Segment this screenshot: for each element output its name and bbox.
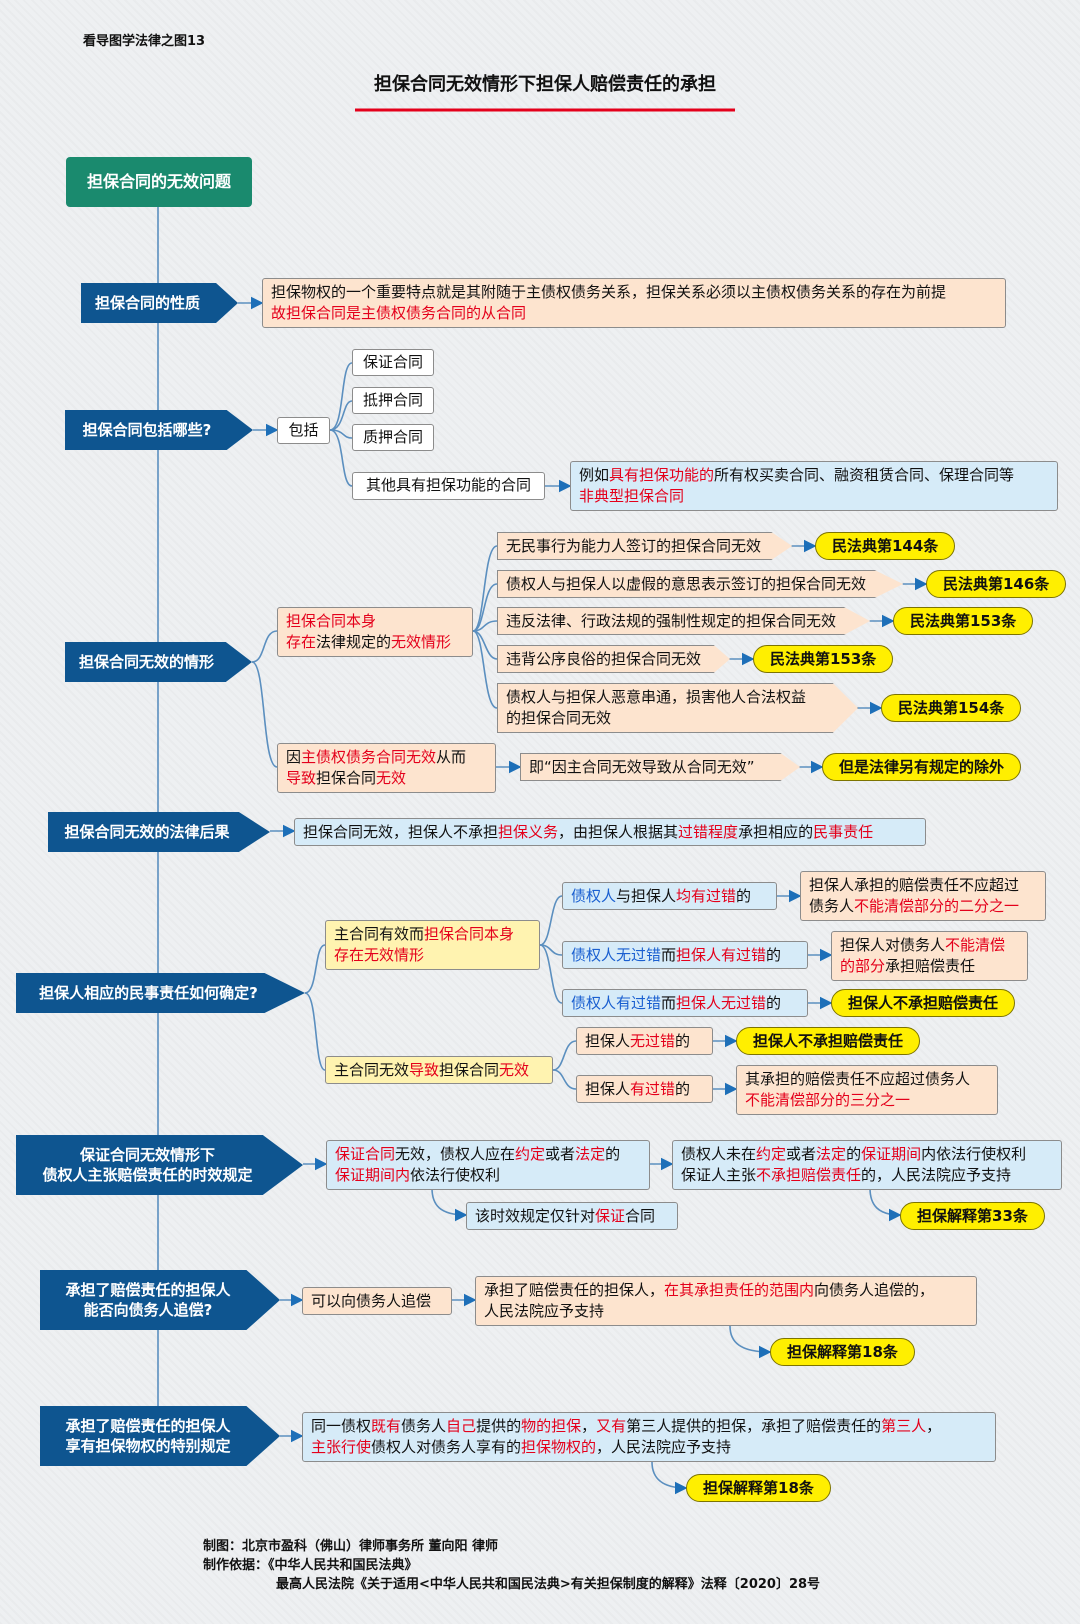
case-incapacity: 无民事行为能力人签订的担保合同无效 xyxy=(497,532,792,560)
law-ref-interp-18-a: 担保解释第18条 xyxy=(770,1338,915,1366)
footer-basis: 制作依据：《中华人民共和国民法典》 xyxy=(203,1558,418,1573)
section-liability-header: 担保人相应的民事责任如何确定? xyxy=(16,973,305,1013)
guarantor-fault-case: 债权人无过错而担保人有过错的 xyxy=(562,941,808,969)
guarantor-fault-case-2: 担保人有过错的 xyxy=(576,1075,713,1103)
guarantee-period-rule: 保证合同无效，债权人应在约定或者法定的 保证期间内依法行使权利 xyxy=(326,1140,650,1190)
scope-note: 该时效规定仅针对保证合同 xyxy=(466,1202,678,1230)
footer-author: 制图：北京市盈科（佛山）律师事务所 董向阳 律师 xyxy=(203,1539,499,1554)
accessory-rule: 即“因主合同无效导致从合同无效” xyxy=(520,753,800,781)
law-ref-153-a: 民法典第153条 xyxy=(893,607,1034,635)
section-special-rule-header: 承担了赔偿责任的担保人 享有担保物权的特别规定 xyxy=(40,1406,280,1466)
law-ref-interp-33: 担保解释第33条 xyxy=(900,1202,1045,1230)
type-guarantee: 保证合同 xyxy=(352,349,434,376)
section-limitation-header: 保证合同无效情形下 债权人主张赔偿责任的时效规定 xyxy=(16,1135,303,1195)
law-ref-146: 民法典第146条 xyxy=(926,570,1067,598)
nature-line-1: 担保物权的一个重要特点就是其附随于主债权债务关系，担保关系必须以主债权债务关系的… xyxy=(271,283,947,301)
third-liability-result: 其承担的赔偿责任不应超过债务人 不能清偿部分的三分之一 xyxy=(736,1065,998,1115)
guarantor-no-fault-case: 担保人无过错的 xyxy=(576,1027,713,1055)
main-valid-node: 主合同有效而担保合同本身 存在无效情形 xyxy=(325,920,540,970)
main-invalid-node: 因主债权债务合同无效从而 导致担保合同无效 xyxy=(277,743,496,793)
case-public-order: 违背公序良俗的担保合同无效 xyxy=(497,645,730,673)
no-liability-result-1: 担保人不承担赔偿责任 xyxy=(831,989,1016,1017)
main-invalid-liability-node: 主合同无效导致担保合同无效 xyxy=(325,1056,553,1084)
no-liability-result-2: 担保人不承担赔偿责任 xyxy=(736,1027,921,1055)
both-fault-case: 债权人与担保人均有过错的 xyxy=(562,882,777,910)
case-collusion: 债权人与担保人恶意串通，损害他人合法权益 的担保合同无效 xyxy=(497,683,858,733)
special-rule-text: 同一债权既有债务人自己提供的物的担保，又有第三人提供的担保，承担了赔偿责任的第三… xyxy=(302,1412,996,1462)
page-title: 担保合同无效情形下担保人赔偿责任的承担 xyxy=(374,74,716,95)
law-ref-154: 民法典第154条 xyxy=(881,694,1022,722)
law-ref-153-b: 民法典第153条 xyxy=(753,645,894,673)
recourse-answer: 可以向债务人追偿 xyxy=(302,1287,452,1315)
exception-note: 但是法律另有规定的除外 xyxy=(822,753,1022,781)
section-types-header: 担保合同包括哪些? xyxy=(65,410,253,450)
guarantee-period-consequence: 债权人未在约定或者法定的保证期间内依法行使权利 保证人主张不承担赔偿责任的，人民… xyxy=(672,1140,1062,1190)
law-ref-interp-18-b: 担保解释第18条 xyxy=(686,1474,831,1502)
case-false-intent: 债权人与担保人以虚假的意思表示签订的担保合同无效 xyxy=(497,570,903,598)
atypical-note: 例如具有担保功能的所有权买卖合同、融资租赁合同、保理合同等 非典型担保合同 xyxy=(570,461,1058,511)
section-recourse-header: 承担了赔偿责任的担保人 能否向债务人追偿? xyxy=(40,1270,280,1330)
root-node: 担保合同的无效问题 xyxy=(66,157,252,207)
nature-line-2: 故担保合同是主债权债务合同的从合同 xyxy=(271,304,527,322)
series-label: 看导图学法律之图13 xyxy=(83,34,206,49)
half-liability-result: 担保人承担的赔偿责任不应超过 债务人不能清偿部分的二分之一 xyxy=(800,871,1046,921)
recourse-rule: 承担了赔偿责任的担保人，在其承担责任的范围内向债务人追偿的， 人民法院应予支持 xyxy=(475,1276,977,1326)
creditor-fault-case: 债权人有过错而担保人无过错的 xyxy=(562,989,808,1017)
section-nature-header: 担保合同的性质 xyxy=(81,283,238,323)
type-pledge: 质押合同 xyxy=(352,424,434,451)
type-mortgage: 抵押合同 xyxy=(352,387,434,414)
consequence-text: 担保合同无效，担保人不承担担保义务，由担保人根据其过错程度承担相应的民事责任 xyxy=(294,818,926,846)
footer-basis-2: 最高人民法院《关于适用<中华人民共和国民法典>有关担保制度的解释》法释〔2020… xyxy=(276,1577,821,1592)
nature-description: 担保物权的一个重要特点就是其附随于主债权债务关系，担保关系必须以主债权债务关系的… xyxy=(262,278,1006,328)
inherent-invalid-node: 担保合同本身 存在法律规定的无效情形 xyxy=(277,607,473,657)
law-ref-144: 民法典第144条 xyxy=(815,532,956,560)
section-consequence-header: 担保合同无效的法律后果 xyxy=(48,812,270,852)
full-liability-result: 担保人对债务人不能清偿 的部分承担赔偿责任 xyxy=(831,931,1028,981)
case-mandatory-rules: 违反法律、行政法规的强制性规定的担保合同无效 xyxy=(497,607,870,635)
type-other: 其他具有担保功能的合同 xyxy=(352,472,545,500)
section-invalid-cases-header: 担保合同无效的情形 xyxy=(65,642,252,682)
include-node: 包括 xyxy=(277,417,330,444)
